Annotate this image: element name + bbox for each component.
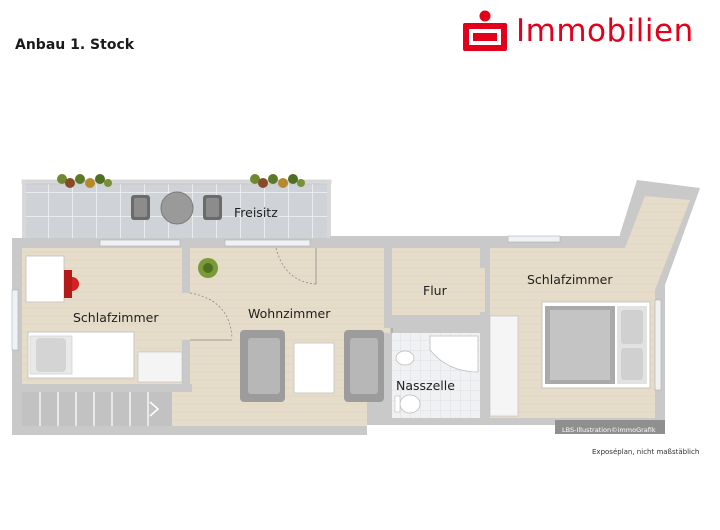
wardrobe [489,315,519,417]
sparkasse-logo-icon [463,10,507,51]
room-label-living: Wohnzimmer [248,306,331,321]
room-label-bedroom-left: Schlafzimmer [73,310,159,325]
room-label-bath: Nasszelle [396,378,455,393]
sofa-icon [240,330,285,402]
terrace [21,174,332,240]
shower-icon [429,335,479,373]
desk-icon [25,255,79,303]
brand-logo: Immobilien [462,10,694,52]
room-label-bedroom-right: Schlafzimmer [527,272,613,287]
doors [189,247,393,341]
patio-table-icon [131,191,222,225]
plan-note: Exposéplan, nicht maßstäblich [592,448,700,456]
plant-icon [57,174,112,188]
room-label-hall: Flur [423,283,447,298]
sink-icon [395,350,415,366]
sofa-icon [344,330,384,402]
brand-name: Immobilien [516,13,694,49]
plant-icon [250,174,305,188]
coffee-table [293,342,335,394]
illustration-credit: LBS-Illustration©immoGrafik [562,426,656,434]
plant-icon [198,258,218,278]
bed-icon [541,301,651,389]
page-title: Anbau 1. Stock [15,37,135,53]
room-label-terrace: Freisitz [234,205,278,220]
wardrobe [137,351,183,383]
toilet-icon [394,394,421,414]
bed-icon [27,331,135,379]
